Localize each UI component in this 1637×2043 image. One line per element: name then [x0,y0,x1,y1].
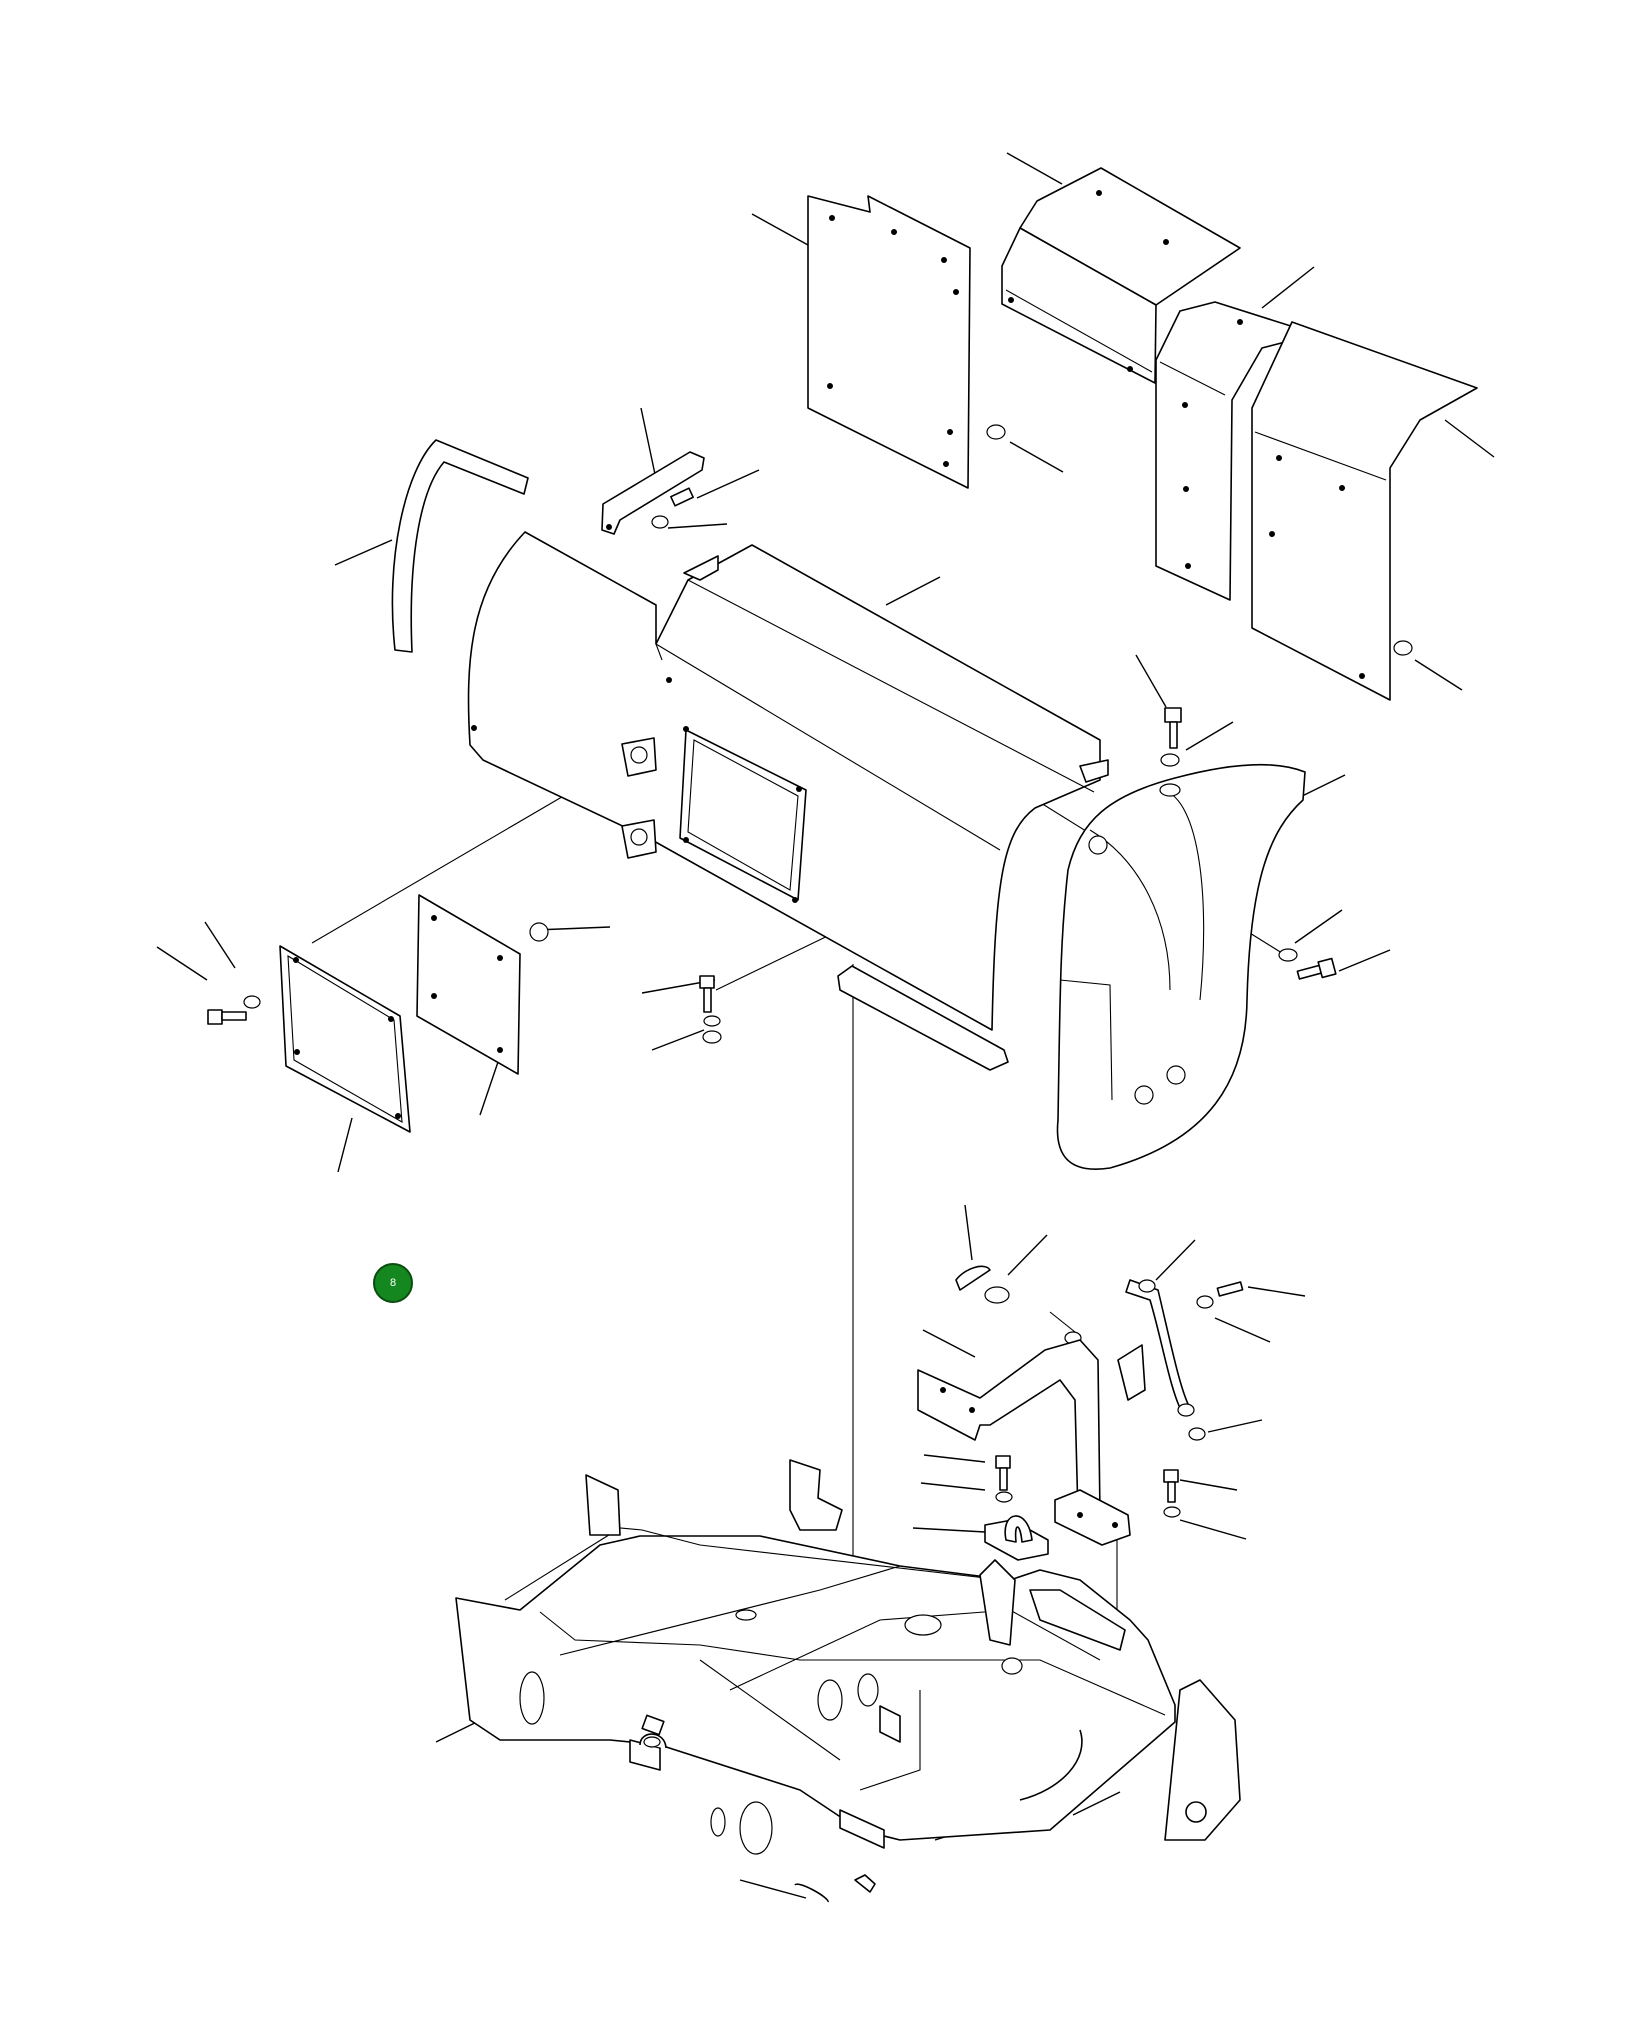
lifting-eye [984,1455,1181,1561]
upper-cover-plate [807,195,1006,489]
angle-bracket-top [1001,167,1241,384]
clip-and-washer [955,1265,1082,1345]
cover-plate-large [279,945,411,1133]
right-side-shroud [1056,763,1306,1170]
base-frame [455,1459,1241,1903]
small-bracket [601,451,705,535]
main-engine-cover [467,531,1109,1071]
fasteners [207,707,1337,1044]
support-arm [917,1339,1146,1546]
tie-rod [1125,1279,1244,1441]
callout-marker-label: 8 [389,1276,397,1289]
callout-marker-8[interactable]: 8 [373,1263,413,1303]
curved-side-plate-1 [1155,301,1317,601]
curved-side-plate-2 [1251,321,1478,701]
rubber-seal-strip [391,439,529,653]
cover-plate-small [416,894,549,1075]
